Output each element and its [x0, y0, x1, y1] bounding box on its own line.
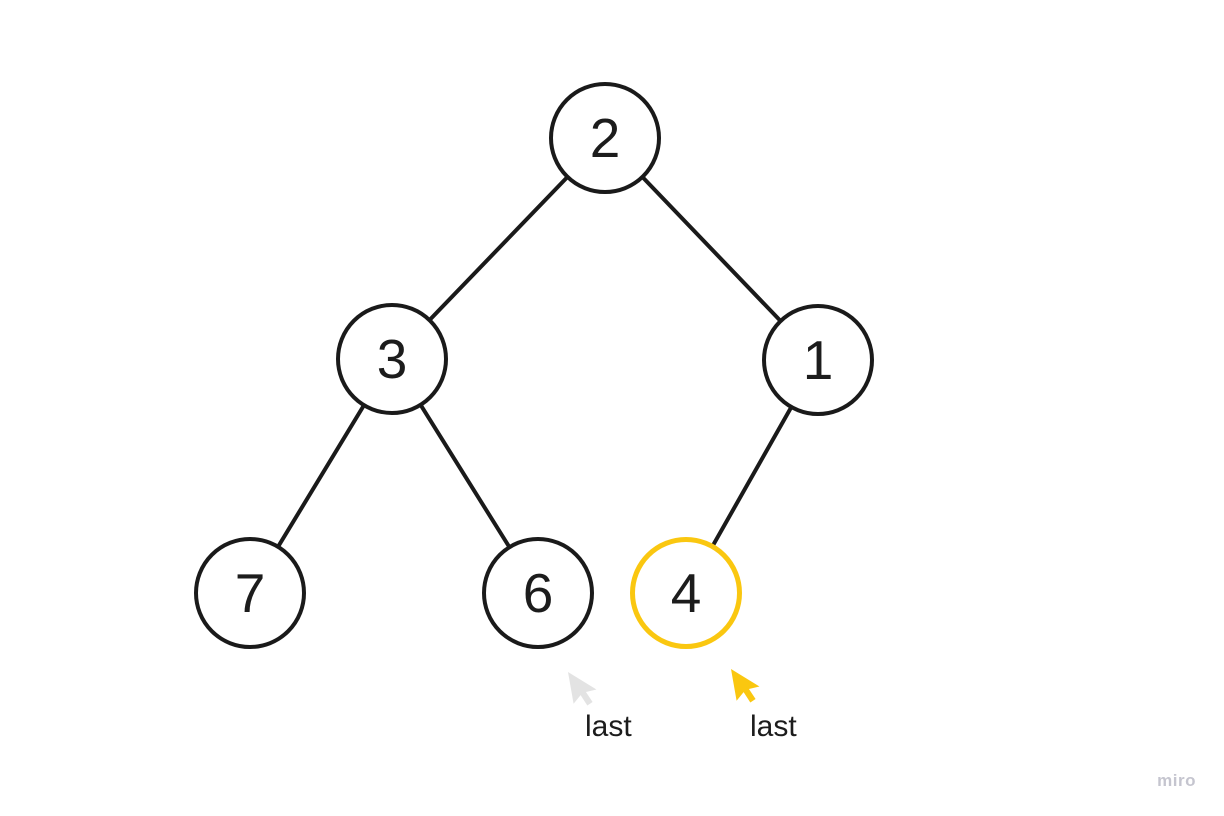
tree-node-7[interactable]: 7: [194, 537, 306, 649]
tree-node-value: 1: [802, 328, 834, 391]
tree-node-value: 2: [589, 106, 621, 169]
tree-node-value: 6: [522, 561, 554, 624]
miro-watermark: miro: [1157, 771, 1196, 790]
tree-node-3[interactable]: 3: [336, 303, 448, 415]
tree-node-value: 7: [234, 561, 266, 624]
cursor-label-last-yellow[interactable]: last: [750, 710, 797, 743]
tree-node-2[interactable]: 2: [549, 82, 661, 194]
tree-node-value: 4: [670, 561, 702, 624]
tree-node-6[interactable]: 6: [482, 537, 594, 649]
tree-node-4-highlighted[interactable]: 4: [630, 537, 742, 649]
cursor-label-last-gray[interactable]: last: [585, 710, 632, 743]
tree-node-value: 3: [376, 327, 408, 390]
tree-node-1[interactable]: 1: [762, 304, 874, 416]
